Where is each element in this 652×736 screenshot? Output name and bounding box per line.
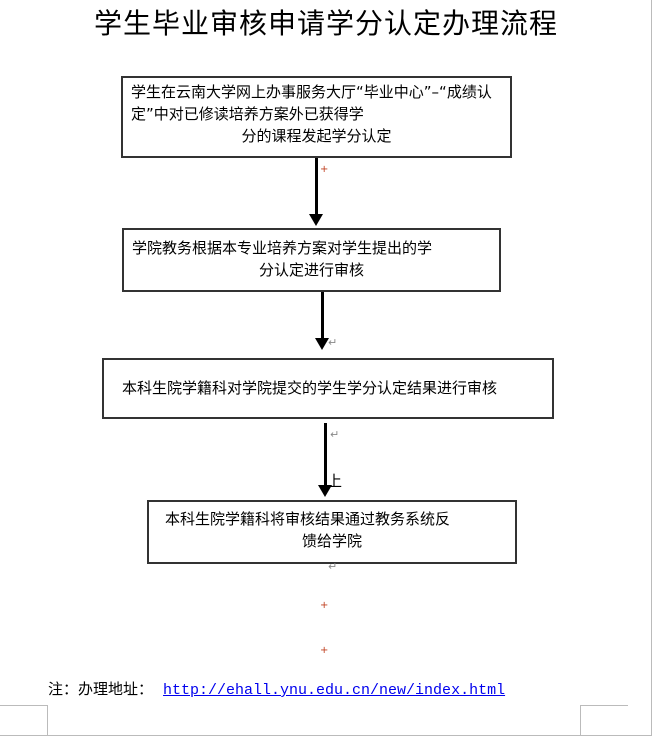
margin-corner-left [47, 706, 48, 736]
note: 注：办理地址： http://ehall.ynu.edu.cn/new/index… [48, 678, 505, 699]
note-label: 注：办理地址： [48, 680, 154, 698]
flow-step-2: 学院教务根据本专业培养方案对学生提出的学 分认定进行审核 [122, 228, 501, 292]
step-2-text: 学院教务根据本专业培养方案对学生提出的学 [132, 239, 433, 257]
paragraph-mark: + [320, 600, 329, 611]
return-mark: ↵ [328, 560, 338, 573]
flow-step-4: 本科生院学籍科将审核结果通过教务系统反 馈给学院 [147, 500, 517, 564]
step-4-text-2: 馈给学院 [301, 532, 362, 550]
flow-step-3: 本科生院学籍科对学院提交的学生学分认定结果进行审核 [102, 358, 554, 419]
page-title: 学生毕业审核申请学分认定办理流程 [93, 7, 558, 40]
paragraph-mark: + [320, 164, 329, 175]
step-1-text-2: 分的课程发起学分认定 [241, 127, 392, 145]
margin-corner-right [580, 705, 628, 706]
return-mark: ↵ [328, 336, 338, 349]
step-1-text: 学生在云南大学网上办事服务大厅“毕业中心”–“成绩认定”中对已修读培养方案外已获… [131, 83, 492, 123]
margin-corner-right [580, 706, 581, 736]
arrow-1 [309, 158, 323, 226]
step-2-text-2: 分认定进行审核 [258, 261, 364, 279]
arrow-3 [318, 423, 332, 497]
arrow-2 [315, 292, 329, 350]
flow-step-1: 学生在云南大学网上办事服务大厅“毕业中心”–“成绩认定”中对已修读培养方案外已获… [121, 76, 512, 158]
step-4-text: 本科生院学籍科将审核结果通过教务系统反 [165, 510, 451, 528]
stray-character: 上 [327, 472, 343, 490]
return-mark: ↵ [330, 428, 340, 441]
margin-corner-left [0, 705, 48, 706]
step-3-text: 本科生院学籍科对学院提交的学生学分认定结果进行审核 [122, 379, 498, 397]
paragraph-mark: + [320, 645, 329, 656]
ehall-link[interactable]: http://ehall.ynu.edu.cn/new/index.html [163, 682, 506, 699]
